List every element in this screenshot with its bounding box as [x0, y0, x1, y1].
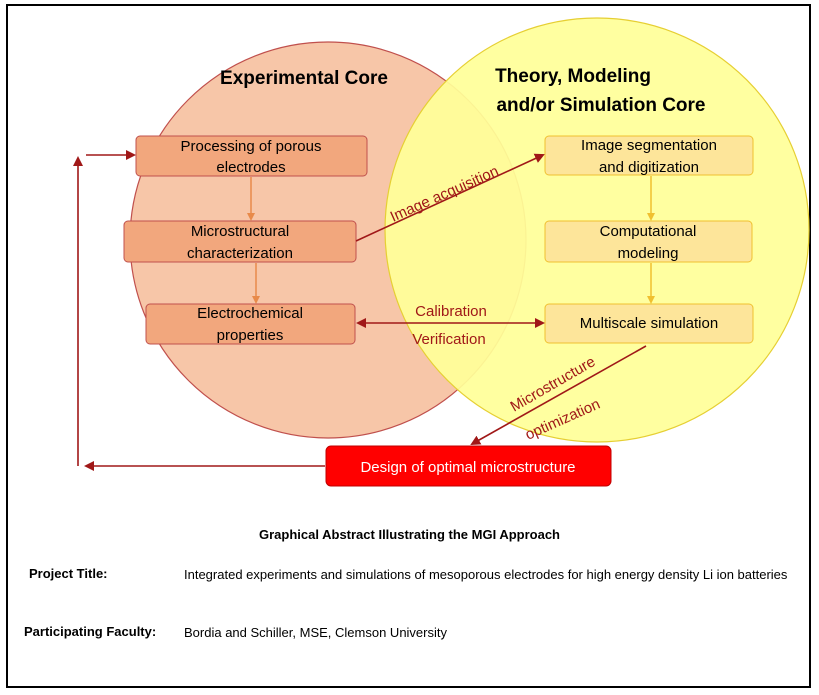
theory-core-title-line1: Theory, Modeling — [495, 66, 651, 87]
faculty-value: Bordia and Schiller, MSE, Clemson Univer… — [184, 625, 447, 640]
diagram-caption: Graphical Abstract Illustrating the MGI … — [259, 527, 560, 542]
theory-core-title-line2: and/or Simulation Core — [496, 95, 705, 116]
box-multiscale-label: Multiscale simulation — [580, 315, 718, 332]
box-computational-line1: Computational — [600, 223, 697, 240]
box-multiscale: Multiscale simulation — [544, 303, 754, 344]
box-microstructural: Microstructural characterization — [123, 220, 357, 263]
box-design-label: Design of optimal microstructure — [360, 459, 575, 476]
box-microstructural-line1: Microstructural — [191, 223, 289, 240]
experimental-core-title: Experimental Core — [220, 68, 388, 89]
project-title-value: Integrated experiments and simulations o… — [184, 567, 788, 582]
box-image-segmentation: Image segmentation and digitization — [544, 135, 754, 176]
faculty-label: Participating Faculty: — [24, 624, 157, 639]
mgi-diagram: Experimental Core Theory, Modeling and/o… — [73, 17, 810, 487]
project-title-label: Project Title: — [29, 566, 108, 581]
box-processing-line1: Processing of porous — [181, 138, 322, 155]
box-computational: Computational modeling — [544, 220, 753, 263]
box-image-segmentation-line2: and digitization — [599, 159, 699, 176]
box-image-segmentation-line1: Image segmentation — [581, 137, 717, 154]
page-frame — [6, 4, 811, 688]
label-calibration: Calibration — [415, 303, 487, 320]
box-electrochemical: Electrochemical properties — [145, 303, 356, 345]
box-computational-line2: modeling — [618, 245, 679, 262]
arrow-microstructure-optimization — [470, 345, 647, 445]
box-electrochemical-line2: properties — [217, 327, 284, 344]
box-processing-line2: electrodes — [216, 159, 285, 176]
label-verification: Verification — [412, 331, 485, 348]
box-design: Design of optimal microstructure — [325, 445, 612, 487]
arrow-image-acquisition — [355, 153, 545, 242]
box-processing: Processing of porous electrodes — [135, 135, 368, 177]
box-electrochemical-line1: Electrochemical — [197, 305, 303, 322]
box-microstructural-line2: characterization — [187, 245, 293, 262]
